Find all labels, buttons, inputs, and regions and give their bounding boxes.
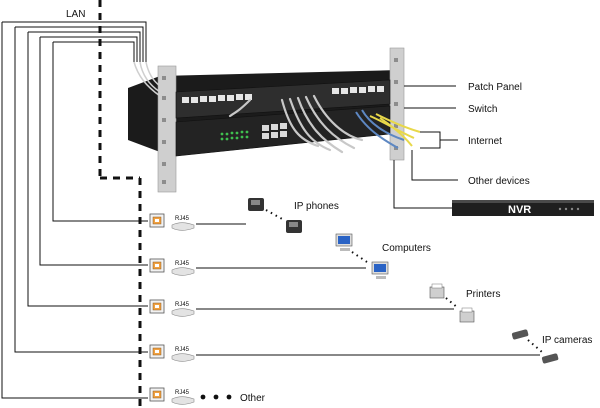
- patch-panel-label: Patch Panel: [468, 82, 522, 93]
- outlet-row-ip-phones: RJ45 IP phones: [149, 198, 339, 233]
- ip-phone-icon: [248, 198, 302, 233]
- patch-panel-ports: [182, 86, 384, 103]
- rj45-label: RJ45: [175, 347, 190, 353]
- lan-label: LAN: [66, 9, 85, 20]
- device-label-printers: Printers: [466, 289, 500, 300]
- ellipsis-icon: [200, 394, 232, 400]
- patch-cables: [228, 94, 364, 154]
- rj45-label: RJ45: [175, 261, 190, 267]
- computer-icon: [335, 233, 389, 279]
- rack-post-left: [157, 65, 177, 193]
- internet-cables: [369, 113, 421, 147]
- nvr-label: NVR: [508, 204, 531, 216]
- dashed-trunk: [98, 0, 142, 408]
- nvr-unit: NVR: [452, 200, 594, 216]
- network-rack: [128, 47, 421, 193]
- printer-icon: [429, 283, 475, 323]
- rj45-label: RJ45: [175, 216, 190, 222]
- internet-label: Internet: [468, 136, 502, 147]
- other-devices-label: Other devices: [468, 176, 530, 187]
- switch-leds: [220, 130, 249, 141]
- device-label-ip-phones: IP phones: [294, 201, 339, 212]
- switch-label: Switch: [468, 104, 497, 115]
- rj45-label: RJ45: [175, 390, 190, 396]
- outlet-row-printers: RJ45 Printers: [149, 283, 500, 323]
- rj45-label: RJ45: [175, 302, 190, 308]
- outlet-row-ip-cameras: RJ45 IP cameras: [149, 329, 592, 364]
- lan-wire-bundle: [1, 21, 148, 399]
- switch-ports: [262, 123, 287, 139]
- switch-uplink-cables: [355, 109, 405, 149]
- outlet-row-computers: RJ45 Computers: [149, 233, 431, 279]
- ip-camera-icon: [511, 329, 559, 364]
- device-label-other: Other: [240, 393, 266, 404]
- device-label-ip-cameras: IP cameras: [542, 335, 592, 346]
- outlet-row-other: RJ45 Other: [149, 387, 266, 405]
- rack-leader-lines: [393, 85, 458, 209]
- device-label-computers: Computers: [382, 243, 431, 254]
